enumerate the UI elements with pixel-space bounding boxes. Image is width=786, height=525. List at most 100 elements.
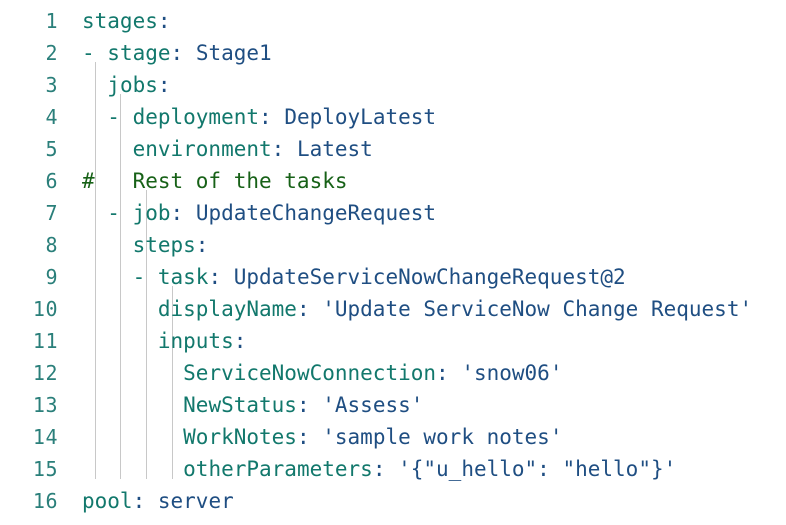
code-token: 'snow06' xyxy=(461,361,563,385)
code-token: - xyxy=(82,265,158,289)
code-token: job xyxy=(132,201,171,225)
code-token: inputs xyxy=(157,329,234,353)
code-line[interactable]: 9 - task: UpdateServiceNowChangeRequest@… xyxy=(0,261,786,293)
code-token xyxy=(82,425,183,449)
line-number: 14 xyxy=(32,425,58,449)
line-number: 4 xyxy=(45,105,58,129)
code-line[interactable]: 5 environment: Latest xyxy=(0,133,786,165)
code-token: : xyxy=(296,425,323,449)
line-number: 15 xyxy=(32,457,58,481)
code-token: - xyxy=(82,105,133,129)
code-token: stage xyxy=(107,41,171,65)
line-number: 7 xyxy=(45,201,58,225)
code-token: - xyxy=(82,201,133,225)
code-token: : xyxy=(195,233,209,257)
code-token xyxy=(82,297,158,321)
code-line[interactable]: 16 pool: server xyxy=(0,485,786,517)
code-line[interactable]: 13 NewStatus: 'Assess' xyxy=(0,389,786,421)
code-token: : xyxy=(170,41,196,65)
code-token: environment xyxy=(132,137,272,161)
code-token: otherParameters xyxy=(183,457,373,481)
code-line[interactable]: 2 - stage: Stage1 xyxy=(0,37,786,69)
code-line[interactable]: 6 # Rest of the tasks xyxy=(0,165,786,197)
code-token: UpdateServiceNowChangeRequest@2 xyxy=(233,265,626,289)
line-number: 12 xyxy=(32,361,58,385)
code-line-text[interactable]: inputs: xyxy=(82,325,247,357)
code-line-text[interactable]: WorkNotes: 'sample work notes' xyxy=(82,421,562,453)
code-token: # Rest of the tasks xyxy=(82,169,348,193)
code-token xyxy=(82,457,183,481)
code-token xyxy=(82,393,183,417)
code-line-text[interactable]: stages: xyxy=(82,5,171,37)
code-token xyxy=(82,329,158,353)
code-token: : xyxy=(436,361,462,385)
code-line-text[interactable]: # Rest of the tasks xyxy=(82,165,348,197)
code-token: ServiceNowConnection xyxy=(183,361,437,385)
code-line-text[interactable]: ServiceNowConnection: 'snow06' xyxy=(82,357,562,389)
code-line[interactable]: 4 - deployment: DeployLatest xyxy=(0,101,786,133)
code-line-text[interactable]: - stage: Stage1 xyxy=(82,37,272,69)
line-number: 9 xyxy=(45,265,58,289)
code-line[interactable]: 11 inputs: xyxy=(0,325,786,357)
code-token: NewStatus xyxy=(183,393,297,417)
line-number: 13 xyxy=(32,393,58,417)
code-token: : xyxy=(259,105,285,129)
line-number: 5 xyxy=(45,137,58,161)
code-line-text[interactable]: - deployment: DeployLatest xyxy=(82,101,436,133)
code-token: displayName xyxy=(157,297,297,321)
line-number: 10 xyxy=(32,297,58,321)
code-token: : xyxy=(157,9,171,33)
code-line-text[interactable]: - job: UpdateChangeRequest xyxy=(82,197,436,229)
code-line[interactable]: 10 displayName: 'Update ServiceNow Chang… xyxy=(0,293,786,325)
line-number: 16 xyxy=(32,489,58,513)
code-token: : xyxy=(157,73,171,97)
line-number: 11 xyxy=(32,329,58,353)
code-token: : xyxy=(208,265,234,289)
code-line[interactable]: 14 WorkNotes: 'sample work notes' xyxy=(0,421,786,453)
code-token: - xyxy=(82,41,108,65)
code-token: stages xyxy=(82,9,158,33)
code-token: : xyxy=(296,297,323,321)
line-number: 6 xyxy=(45,169,58,193)
code-token xyxy=(82,73,107,97)
code-line[interactable]: 12 ServiceNowConnection: 'snow06' xyxy=(0,357,786,389)
code-token: jobs xyxy=(107,73,158,97)
code-line-text[interactable]: pool: server xyxy=(82,485,234,517)
line-number: 8 xyxy=(45,233,58,257)
code-token: 'Assess' xyxy=(322,393,424,417)
code-line-text[interactable]: otherParameters: '{"u_hello": "hello"}' xyxy=(82,453,676,485)
code-token: steps xyxy=(132,233,196,257)
code-line-text[interactable]: steps: xyxy=(82,229,209,261)
code-line[interactable]: 15 otherParameters: '{"u_hello": "hello"… xyxy=(0,453,786,485)
code-line-text[interactable]: jobs: xyxy=(82,69,171,101)
code-token xyxy=(82,361,183,385)
code-token: Latest xyxy=(296,137,373,161)
code-token: UpdateChangeRequest xyxy=(195,201,437,225)
code-token: deployment xyxy=(132,105,260,129)
line-number: 1 xyxy=(45,9,58,33)
code-token: : xyxy=(170,201,196,225)
code-token: task xyxy=(157,265,209,289)
code-token: DeployLatest xyxy=(284,105,437,129)
code-line[interactable]: 3 jobs: xyxy=(0,69,786,101)
code-line[interactable]: 8 steps: xyxy=(0,229,786,261)
line-number: 2 xyxy=(45,41,58,65)
line-number: 3 xyxy=(45,73,58,97)
code-token: : xyxy=(296,393,323,417)
code-token: : xyxy=(233,329,247,353)
code-token: server xyxy=(157,489,234,513)
code-line-text[interactable]: - task: UpdateServiceNowChangeRequest@2 xyxy=(82,261,626,293)
code-line-text[interactable]: environment: Latest xyxy=(82,133,373,165)
code-line[interactable]: 7 - job: UpdateChangeRequest xyxy=(0,197,786,229)
code-line[interactable]: 1 stages: xyxy=(0,5,786,37)
code-token xyxy=(82,233,133,257)
code-line-text[interactable]: NewStatus: 'Assess' xyxy=(82,389,423,421)
code-token: : xyxy=(271,137,297,161)
code-token xyxy=(82,137,133,161)
code-token: : xyxy=(372,457,399,481)
code-token: pool xyxy=(82,489,133,513)
code-token: 'Update ServiceNow Change Request' xyxy=(322,297,753,321)
code-line-text[interactable]: displayName: 'Update ServiceNow Change R… xyxy=(82,293,752,325)
